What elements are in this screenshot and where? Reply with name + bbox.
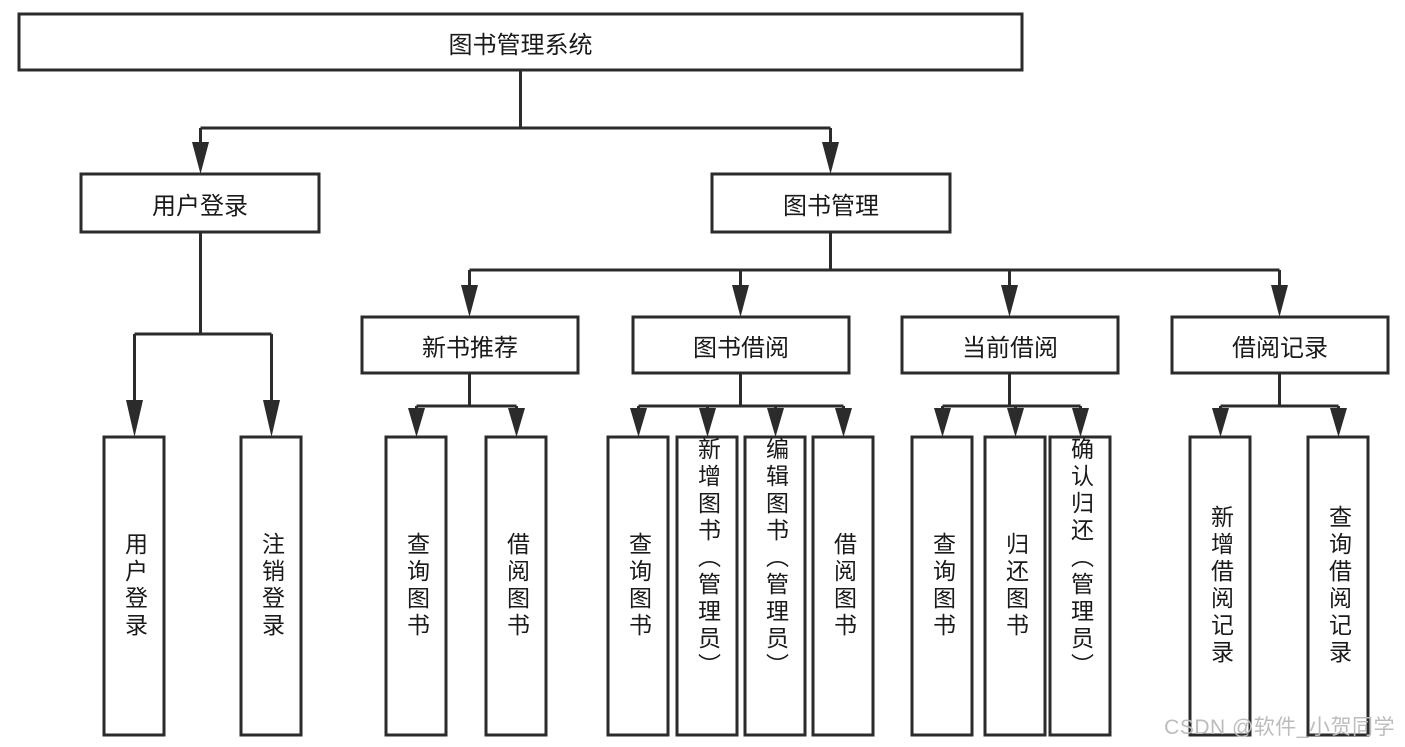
arrow-head-leaf-borrow-book xyxy=(835,408,852,437)
connector-group-new-book-recommend xyxy=(408,373,525,437)
arrow-head-borrow-record xyxy=(1271,285,1288,317)
node-box-borrow-record[interactable] xyxy=(1170,315,1390,375)
arrow-head-book-management xyxy=(822,142,839,174)
connector-group-root xyxy=(192,70,839,174)
node-box-leaf-add-borrow-record[interactable] xyxy=(1188,435,1252,737)
arrow-head-leaf-query-book-current xyxy=(934,408,951,437)
connector-group-user-login xyxy=(126,232,280,437)
node-box-current-borrow[interactable] xyxy=(900,315,1120,375)
node-box-leaf-query-book-current[interactable] xyxy=(910,435,974,737)
node-box-book-management[interactable] xyxy=(710,172,952,234)
node-box-root[interactable] xyxy=(17,12,1024,72)
arrow-head-leaf-query-book-recommend xyxy=(408,408,425,437)
node-box-book-borrow[interactable] xyxy=(631,315,851,375)
arrow-head-book-borrow xyxy=(732,285,749,317)
node-box-leaf-query-borrow-record[interactable] xyxy=(1306,435,1370,737)
arrow-head-leaf-add-borrow-record xyxy=(1212,408,1229,437)
node-box-leaf-query-book-recommend[interactable] xyxy=(384,435,448,737)
arrow-head-leaf-borrow-book-recommend xyxy=(508,408,525,437)
arrow-head-leaf-return-book xyxy=(1007,408,1024,437)
node-box-leaf-query-book-borrow[interactable] xyxy=(606,435,670,737)
arrow-head-new-book-recommend xyxy=(461,285,478,317)
node-box-leaf-return-book[interactable] xyxy=(983,435,1047,737)
node-box-leaf-borrow-book[interactable] xyxy=(811,435,875,737)
node-box-leaf-confirm-return-admin[interactable] xyxy=(1048,435,1112,737)
node-box-new-book-recommend[interactable] xyxy=(360,315,580,375)
arrow-head-leaf-add-book-admin xyxy=(699,408,716,437)
connector-group-book-borrow xyxy=(630,373,852,437)
node-box-leaf-edit-book-admin[interactable] xyxy=(743,435,807,737)
node-box-leaf-borrow-book-recommend[interactable] xyxy=(484,435,548,737)
connector-group-current-borrow xyxy=(934,373,1089,437)
node-box-leaf-add-book-admin[interactable] xyxy=(675,435,739,737)
connector-group-book-management xyxy=(461,232,1288,317)
csdn-watermark: CSDN @软件_小贺同学 xyxy=(1164,716,1395,739)
arrow-head-leaf-edit-book-admin xyxy=(767,408,784,437)
arrow-head-leaf-logout xyxy=(263,400,280,437)
node-box-user-login[interactable] xyxy=(79,172,321,234)
arrow-head-leaf-user-login xyxy=(126,400,143,437)
node-box-leaf-logout[interactable] xyxy=(239,435,303,737)
connector-group-borrow-record xyxy=(1212,373,1347,437)
arrow-head-leaf-confirm-return-admin xyxy=(1072,408,1089,437)
arrow-head-user-login xyxy=(192,142,209,174)
arrow-head-current-borrow xyxy=(1001,285,1018,317)
arrow-head-leaf-query-book-borrow xyxy=(630,408,647,437)
arrow-head-leaf-query-borrow-record xyxy=(1330,408,1347,437)
node-box-leaf-user-login[interactable] xyxy=(102,435,166,737)
